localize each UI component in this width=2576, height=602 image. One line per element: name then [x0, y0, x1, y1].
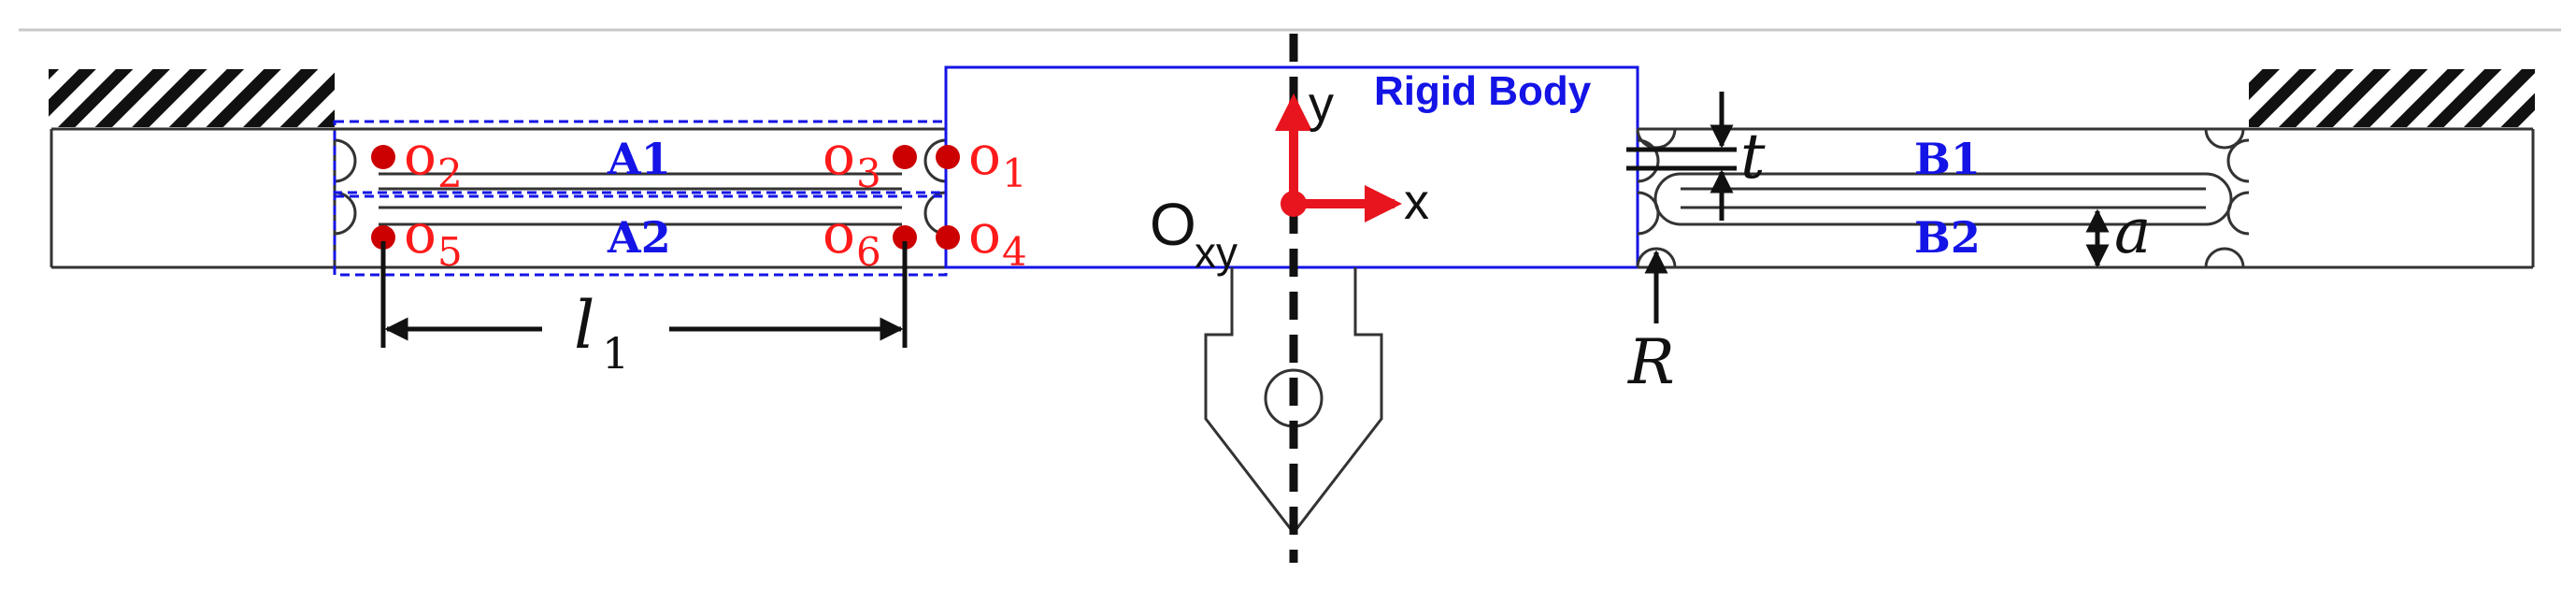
right-ground-hatch	[2249, 69, 2535, 127]
right-frame	[2249, 127, 2535, 269]
svg-text:1: 1	[602, 328, 629, 379]
dimension-t	[1626, 92, 1737, 221]
svg-text:6: 6	[856, 229, 881, 275]
svg-text:o: o	[823, 123, 855, 187]
origin-label: O xy	[1150, 191, 1238, 277]
label-t: t	[1740, 121, 1766, 193]
svg-text:o: o	[968, 123, 1001, 187]
left-frame	[50, 127, 336, 269]
svg-text:o: o	[404, 202, 436, 265]
svg-text:2: 2	[437, 150, 463, 196]
flexure-beams-right	[1636, 127, 2250, 269]
dimension-l1	[380, 241, 908, 348]
svg-text:1: 1	[1002, 150, 1027, 196]
svg-text:l: l	[574, 287, 594, 364]
hinge-point-o2	[371, 145, 395, 169]
left-ground-hatch	[49, 69, 335, 127]
flexure-beams-left	[334, 127, 947, 269]
rigid-body-label: Rigid Body	[1374, 68, 1592, 114]
hinge-point-o6	[893, 225, 917, 250]
hinge-points	[371, 145, 960, 250]
label-o1: o 1	[968, 123, 1027, 196]
beam-label-a1: A1	[607, 134, 671, 184]
axis-x-label: x	[1404, 174, 1429, 230]
beam-label-a2: A2	[607, 212, 671, 263]
svg-text:5: 5	[437, 229, 463, 275]
svg-text:o: o	[404, 123, 436, 187]
hinge-point-o1	[936, 145, 960, 169]
label-r: R	[1627, 326, 1675, 398]
svg-text:o: o	[968, 202, 1001, 265]
label-o5: o 5	[404, 202, 463, 275]
svg-text:o: o	[823, 202, 855, 265]
beam-label-b1: B1	[1914, 134, 1981, 184]
origin-point	[1281, 191, 1307, 217]
label-o4: o 4	[968, 202, 1027, 275]
label-a: a	[2114, 195, 2151, 267]
coordinate-axes	[1275, 93, 1402, 222]
svg-text:xy: xy	[1195, 228, 1238, 277]
svg-text:O: O	[1150, 191, 1196, 258]
label-l1: l 1	[574, 287, 629, 379]
svg-text:3: 3	[856, 150, 881, 196]
hinge-point-o5	[371, 225, 395, 250]
label-o3: o 3	[823, 123, 881, 196]
svg-text:4: 4	[1002, 229, 1027, 275]
label-o2: o 2	[404, 123, 463, 196]
hinge-point-o4	[936, 225, 960, 250]
hinge-point-o3	[893, 145, 917, 169]
axis-y-label: y	[1309, 77, 1334, 133]
beam-label-b2: B2	[1914, 212, 1981, 263]
label-o6: o 6	[823, 202, 881, 275]
